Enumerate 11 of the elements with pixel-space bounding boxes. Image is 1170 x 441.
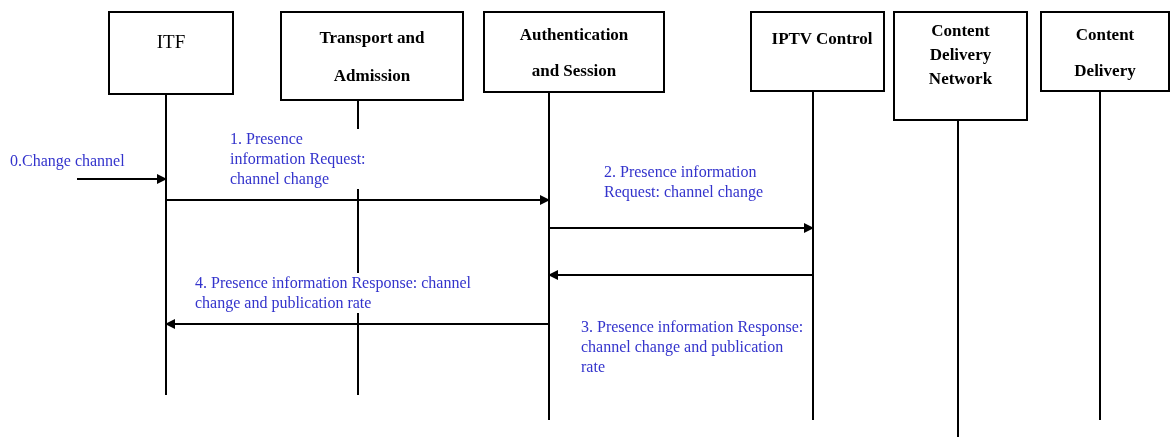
participant-name: IPTV Control xyxy=(770,28,874,50)
participant-name: Authentication and Session xyxy=(518,24,630,82)
message-arrow xyxy=(165,319,550,329)
message-arrow xyxy=(548,223,814,233)
participant-name: ITF xyxy=(155,31,187,53)
participant-name: Transport and Admission xyxy=(318,27,426,87)
participant-name: Content Delivery xyxy=(1073,24,1137,82)
message-arrow xyxy=(165,195,550,205)
message-arrow xyxy=(548,270,814,280)
message-arrow xyxy=(76,174,167,184)
participant-name: Content Delivery Network xyxy=(927,20,994,90)
